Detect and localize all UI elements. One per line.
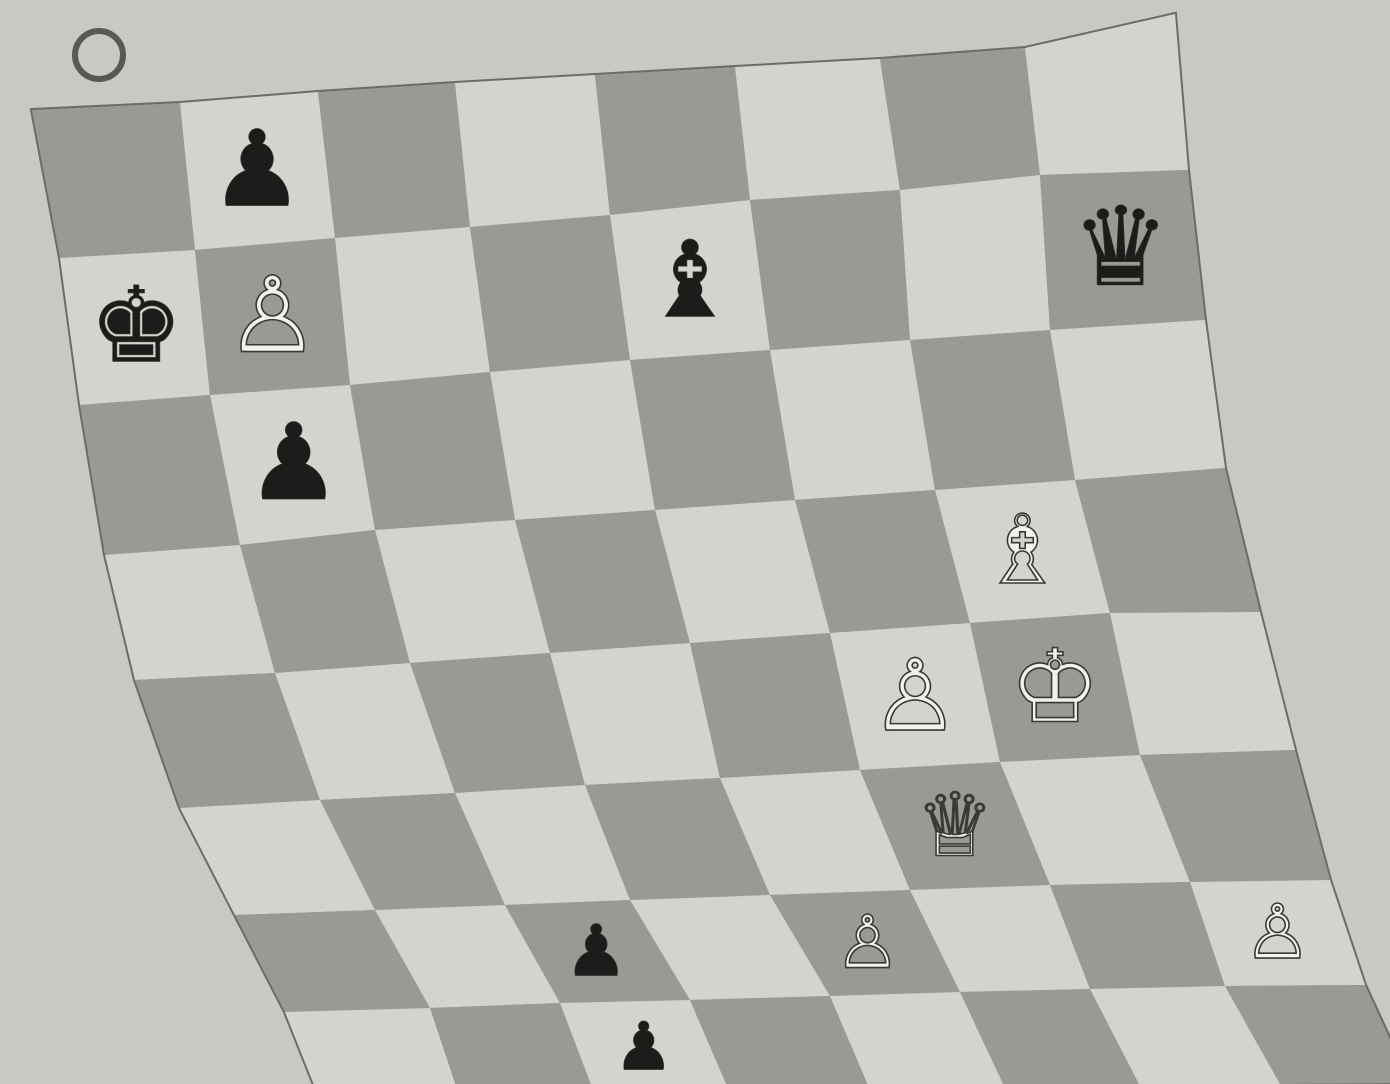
square-c8[interactable] — [318, 83, 470, 238]
black-king-a7[interactable]: ♚ — [89, 264, 183, 387]
square-h6[interactable] — [1050, 320, 1225, 480]
white-pawn-f4[interactable]: ♙ — [870, 639, 959, 754]
black-pawn-c2[interactable]: ♟ — [564, 909, 628, 992]
square-e8[interactable] — [595, 67, 750, 215]
black-bishop-e7[interactable]: ♝ — [642, 218, 737, 342]
square-f8[interactable] — [735, 59, 900, 200]
white-pawn-h2[interactable]: ♙ — [1244, 888, 1311, 976]
square-g6[interactable] — [910, 330, 1075, 490]
square-a8[interactable] — [32, 103, 195, 258]
square-d7[interactable] — [470, 215, 630, 372]
square-f7[interactable] — [750, 190, 910, 350]
black-pawn-b8[interactable]: ♟ — [210, 107, 305, 230]
square-d6[interactable] — [490, 360, 655, 520]
white-pawn-e2[interactable]: ♙ — [835, 900, 901, 985]
square-a1[interactable] — [285, 1008, 460, 1084]
white-bishop-g5[interactable]: ♗ — [980, 494, 1066, 606]
square-c6[interactable] — [350, 372, 515, 530]
square-h8[interactable] — [1025, 14, 1188, 175]
square-d8[interactable] — [455, 75, 610, 227]
square-e6[interactable] — [630, 350, 795, 510]
black-queen-h7[interactable]: ♛ — [1072, 183, 1170, 311]
square-g7[interactable] — [900, 175, 1050, 340]
black-pawn-c1[interactable]: ♟ — [614, 1008, 674, 1084]
square-c7[interactable] — [335, 227, 490, 385]
square-e4[interactable] — [690, 633, 860, 778]
black-pawn-b6[interactable]: ♟ — [246, 401, 341, 525]
white-king-g4[interactable]: ♔ — [1010, 628, 1101, 746]
white-pawn-b7[interactable]: ♙ — [225, 254, 319, 377]
square-g8[interactable] — [880, 48, 1040, 190]
square-f6[interactable] — [770, 340, 935, 500]
white-queen-f3[interactable]: ♕ — [916, 775, 994, 877]
